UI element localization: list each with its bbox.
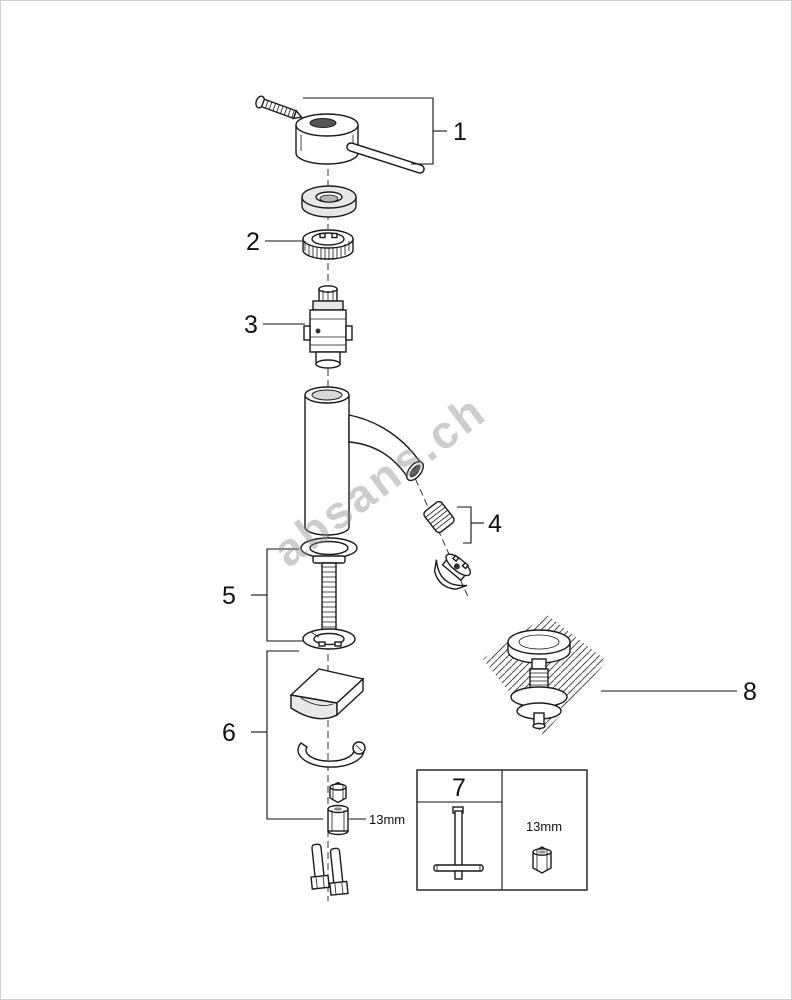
- callout-6: 6: [222, 650, 323, 820]
- callout-3-label: 3: [244, 311, 258, 339]
- callout-6-label: 6: [222, 719, 236, 747]
- wrench-size-box-label: 13mm: [526, 819, 562, 834]
- nut-13mm-drawing: [532, 846, 552, 874]
- hose-connectors-drawing: [310, 843, 349, 896]
- faucet-body-drawing: [304, 386, 424, 536]
- callout-4-label: 4: [488, 510, 502, 538]
- callout-1-label: 1: [453, 118, 467, 146]
- callout-8-label: 8: [743, 678, 757, 706]
- handle-lever-drawing: [346, 142, 425, 174]
- callout-3: 3: [244, 311, 305, 339]
- callout-5: 5: [222, 548, 303, 642]
- horseshoe-clamp-drawing: [297, 741, 366, 768]
- square-nut-drawing: [329, 781, 347, 804]
- watermark-text: absans.ch: [263, 384, 496, 577]
- callout-1: 1: [303, 97, 467, 165]
- escutcheon-ring-drawing: [301, 185, 357, 218]
- handle-cap-drawing: [295, 113, 359, 165]
- threaded-shank-drawing: [312, 555, 346, 634]
- wrench-size-annotation: 13mm: [349, 812, 405, 827]
- aerator-key-drawing: [433, 553, 471, 590]
- base-gasket-drawing: [300, 537, 358, 559]
- wedge-spacer-drawing: [289, 668, 365, 720]
- coupling-nut-drawing: [327, 804, 349, 836]
- callout-8: 8: [601, 678, 757, 706]
- callout-4: 4: [457, 506, 502, 544]
- mounting-collar-drawing: [302, 229, 354, 260]
- cartridge-drawing: [303, 285, 353, 369]
- handle-screw-drawing: [255, 95, 303, 120]
- tool-box: 7 13mm: [416, 769, 588, 891]
- callout-2: 2: [246, 228, 302, 256]
- callout-2-label: 2: [246, 228, 260, 256]
- aerator-insert-drawing: [423, 500, 455, 534]
- callout-5-label: 5: [222, 582, 236, 610]
- drain-assembly-drawing: [483, 615, 607, 735]
- mounting-tool-drawing: [433, 806, 484, 880]
- wrench-size-inline-label: 13mm: [369, 812, 405, 827]
- horseshoe-washer-drawing: [302, 628, 356, 650]
- callout-7-label: 7: [452, 774, 466, 802]
